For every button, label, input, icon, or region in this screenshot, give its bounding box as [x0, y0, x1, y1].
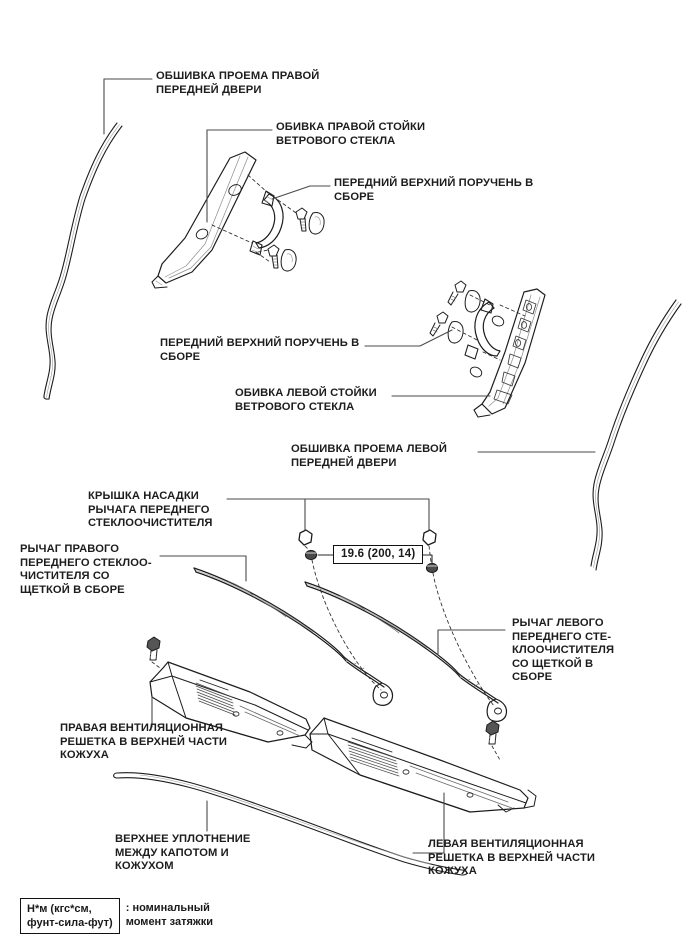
label-front-upper-assist-grip-left: ПЕРЕДНИЙ ВЕРХНИЙ ПОРУЧЕНЬ В СБОРЕ	[160, 337, 360, 363]
part-screw-cap-right-lower	[280, 249, 297, 272]
part-left-cowl-top-ventilator-louver	[309, 717, 537, 813]
part-front-upper-assist-grip-left	[464, 298, 501, 360]
part-wiper-arm-head-cap-left	[422, 529, 437, 546]
part-cowl-louver-nut-left	[485, 720, 500, 745]
label-hood-to-cowl-top-seal: ВЕРХНЕЕ УПЛОТНЕНИЕ МЕЖДУ КАПОТОМ И КОЖУХ…	[115, 833, 251, 873]
part-right-windshield-pillar-garnish	[151, 151, 257, 289]
label-left-door-opening-trim: ОБШИВКА ПРОЕМА ЛЕВОЙ ПЕРЕДНЕЙ ДВЕРИ	[291, 443, 448, 469]
part-left-front-wiper-arm-blade	[304, 581, 508, 722]
part-hood-to-cowl-top-seal	[113, 772, 468, 876]
label-left-cowl-top-ventilator-louver: ЛЕВАЯ ВЕНТИЛЯЦИОННАЯ РЕШЕТКА В ВЕРХНЕЙ Ч…	[428, 838, 596, 878]
label-right-cowl-top-ventilator-louver: ПРАВАЯ ВЕНТИЛЯЦИОННАЯ РЕШЕТКА В ВЕРХНЕЙ …	[60, 722, 228, 762]
part-right-door-opening-trim	[43, 122, 123, 400]
part-wiper-pivot-nut-left	[425, 562, 439, 574]
part-cowl-louver-nut-right	[146, 636, 161, 661]
label-left-windshield-pillar-garnish: ОБИВКА ЛЕВОЙ СТОЙКИ ВЕТРОВОГО СТЕКЛА	[235, 387, 377, 413]
label-right-windshield-pillar-garnish: ОБИВКА ПРАВОЙ СТОЙКИ ВЕТРОВОГО СТЕКЛА	[276, 121, 426, 147]
part-pillar-screw-right-lower	[267, 244, 280, 269]
dash-nut-right-louver	[151, 661, 161, 669]
part-right-front-wiper-arm-blade	[193, 567, 394, 706]
legend-unit-box: Н*м (кгс*см, фунт-сила-фут)	[20, 898, 120, 934]
part-left-windshield-pillar-garnish	[469, 288, 546, 418]
label-left-front-wiper-arm-blade: РЫЧАГ ЛЕВОГО ПЕРЕДНЕГО СТЕ- КЛООЧИСТИТЕЛ…	[512, 617, 615, 684]
label-front-upper-assist-grip-right: ПЕРЕДНИЙ ВЕРХНИЙ ПОРУЧЕНЬ В СБОРЕ	[334, 177, 534, 203]
label-right-front-wiper-arm-blade: РЫЧАГ ПРАВОГО ПЕРЕДНЕГО СТЕКЛОО- ЧИСТИТЕ…	[20, 543, 152, 596]
part-wiper-pivot-nut-right	[304, 549, 318, 561]
part-left-door-opening-trim	[590, 299, 682, 571]
part-pillar-screw-left-lower	[429, 311, 449, 337]
label-right-door-opening-trim: ОБШИВКА ПРОЕМА ПРАВОЙ ПЕРЕДНЕЙ ДВЕРИ	[156, 70, 320, 96]
assembly-dash-left	[451, 294, 526, 361]
part-pillar-screw-left-upper	[447, 280, 467, 306]
legend-meaning: : номинальный момент затяжки	[125, 902, 213, 928]
part-screw-cap-left-lower	[447, 321, 464, 344]
label-wiper-arm-head-cap: КРЫШКА НАСАДКИ РЫЧАГА ПЕРЕДНЕГО СТЕКЛООЧ…	[88, 490, 213, 530]
legend: Н*м (кгс*см, фунт-сила-фут) : номинальны…	[20, 898, 213, 934]
part-right-cowl-top-ventilator-louver	[149, 661, 313, 749]
assembly-dash-right	[211, 174, 297, 263]
part-screw-cap-left-upper	[464, 290, 481, 313]
part-pillar-screw-right-upper	[295, 207, 308, 232]
part-screw-cap-right-upper	[308, 212, 325, 235]
wiper-assembly-dashes	[304, 545, 495, 707]
dash-nut-left-louver	[491, 745, 501, 761]
torque-spec-box: 19.6 (200, 14)	[333, 545, 424, 564]
part-wiper-arm-head-cap-right	[298, 529, 313, 546]
leader-lines	[103, 78, 596, 854]
